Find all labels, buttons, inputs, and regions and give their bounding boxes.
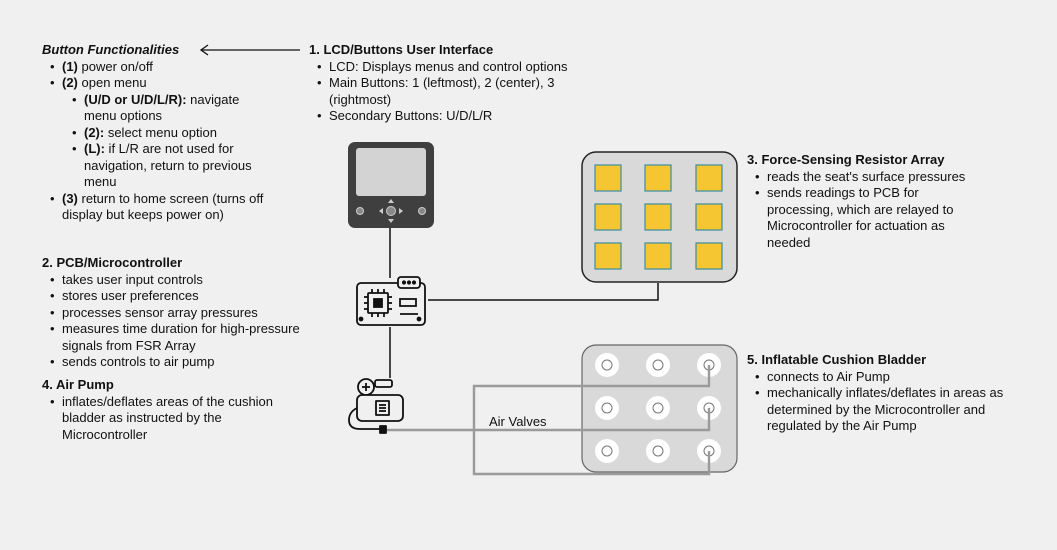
fsr-array-panel [581,151,738,283]
list-item: (U/D or U/D/L/R): navigate menu options [72,92,274,125]
list-item: connects to Air Pump [755,369,1047,386]
list-item: stores user preferences [50,288,342,305]
wires [389,228,659,378]
list-item: processes sensor array pressures [50,305,342,322]
pcb-chip-icon [356,276,426,326]
list-item: reads the seat's surface pressures [755,169,1012,186]
pcb-section-list: takes user input controls stores user pr… [42,272,342,371]
list-item: (2) open menu (U/D or U/D/L/R): navigate… [50,75,297,191]
pump-section-title: 4. Air Pump [42,377,114,392]
list-item: sends readings to PCB for processing, wh… [755,185,985,251]
fsr-section-title: 3. Force-Sensing Resistor Array [747,152,945,167]
bladder-section-list: connects to Air Pump mechanically inflat… [747,369,1047,435]
list-item: (2): select menu option [72,125,297,142]
list-item: (3) return to home screen (turns off dis… [50,191,294,224]
button-functionalities-block: Button Functionalities (1) power on/off … [42,42,297,224]
button-functionalities-title: Button Functionalities [42,42,180,57]
list-item: Secondary Buttons: U/D/L/R [317,108,609,125]
list-item: Main Buttons: 1 (leftmost), 2 (center), … [317,75,581,108]
lcd-device-icon [348,142,434,228]
air-tubes [385,365,711,476]
pump-section-list: inflates/deflates areas of the cushion b… [42,394,322,444]
air-pump-icon [348,378,404,434]
list-item: sends controls to air pump [50,354,342,371]
list-item: LCD: Displays menus and control options [317,59,609,76]
lcd-section-list: LCD: Displays menus and control options … [309,59,609,125]
list-item: inflates/deflates areas of the cushion b… [50,394,307,444]
submenu-list: (U/D or U/D/L/R): navigate menu options … [62,92,297,191]
list-item: takes user input controls [50,272,342,289]
list-item: (1) power on/off [50,59,297,76]
air-valves-label: Air Valves [489,414,547,429]
list-item: mechanically inflates/deflates in areas … [755,385,1032,435]
cushion-bladder-panel [581,344,738,473]
pcb-section: 2. PCB/Microcontroller takes user input … [42,255,342,371]
fsr-section: 3. Force-Sensing Resistor Array reads th… [747,152,1012,251]
fsr-section-list: reads the seat's surface pressures sends… [747,169,1012,252]
lcd-section: 1. LCD/Buttons User Interface LCD: Displ… [309,42,609,125]
bladder-section-title: 5. Inflatable Cushion Bladder [747,352,927,367]
pcb-section-title: 2. PCB/Microcontroller [42,255,183,270]
list-item: (L): if L/R are not used for navigation,… [72,141,284,191]
button-functionalities-list: (1) power on/off (2) open menu (U/D or U… [42,59,297,224]
lcd-section-title: 1. LCD/Buttons User Interface [309,42,494,57]
pump-section: 4. Air Pump inflates/deflates areas of t… [42,377,322,443]
arrow-left-icon [199,44,300,56]
bladder-section: 5. Inflatable Cushion Bladder connects t… [747,352,1047,435]
list-item: measures time duration for high-pressure… [50,321,337,354]
